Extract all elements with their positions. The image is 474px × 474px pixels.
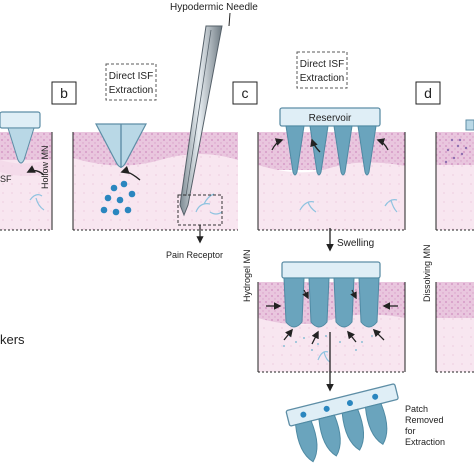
panel-b-letter: b bbox=[60, 85, 68, 101]
reservoir-bottom bbox=[282, 262, 380, 278]
swelling-label: Swelling bbox=[337, 238, 374, 249]
sf-label: SF bbox=[0, 174, 12, 184]
isf-c-line2: Extraction bbox=[300, 73, 344, 84]
isf-b-line1: Direct ISF bbox=[109, 71, 153, 82]
isf-b-line2: Extraction bbox=[109, 85, 153, 96]
patch-line3: for bbox=[405, 426, 416, 436]
patch-line2: Removed bbox=[405, 415, 444, 425]
needle-label: Hypodermic Needle bbox=[170, 2, 258, 13]
panel-c-letter: c bbox=[242, 85, 249, 101]
biomarkers-partial-text: kers bbox=[0, 332, 25, 347]
reservoir-label: Reservoir bbox=[309, 113, 352, 124]
removed-patch bbox=[286, 384, 408, 465]
panel-c: c Hydrogel MN Direct ISF Extraction Rese… bbox=[233, 52, 445, 465]
pain-receptor-label: Pain Receptor bbox=[166, 250, 223, 260]
hydrogel-mn-label: Hydrogel MN bbox=[242, 249, 252, 302]
panel-d-letter: d bbox=[424, 85, 432, 101]
hollow-mn-label: Hollow MN bbox=[40, 145, 50, 189]
dissolving-mn-label: Dissolving MN bbox=[422, 244, 432, 302]
patch-line4: Extraction bbox=[405, 437, 445, 447]
patch-line1: Patch bbox=[405, 404, 428, 414]
isf-c-line1: Direct ISF bbox=[300, 59, 344, 70]
panel-b: b Hollow MN Direct ISF Extraction Hypode… bbox=[40, 2, 258, 260]
panel-d: d Dissolving MN bbox=[416, 82, 474, 372]
